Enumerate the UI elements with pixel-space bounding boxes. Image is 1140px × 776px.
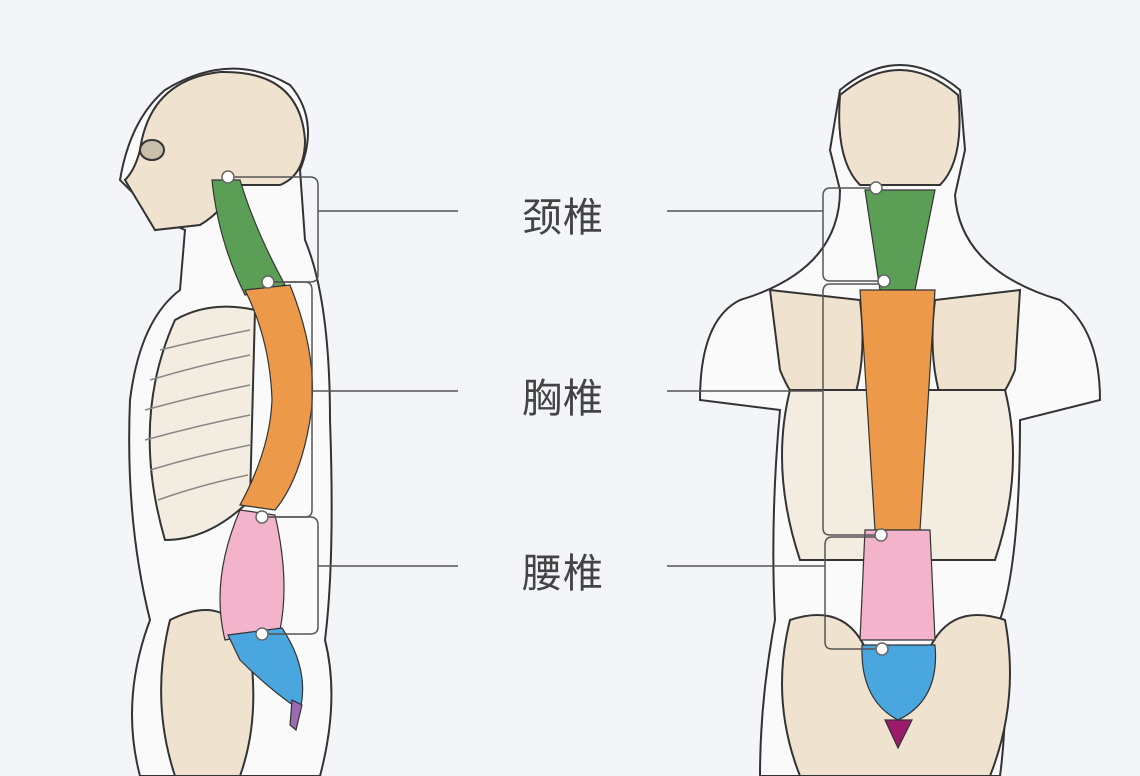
cervical-bracket-right [667,187,884,282]
lumbar-bracket-left [262,516,458,635]
label-thoracic: 胸椎 [522,376,604,422]
cervical-bracket-left [228,176,458,283]
side-coccyx [289,699,303,732]
back-coccyx [884,719,913,750]
skull [123,70,307,232]
back-lumbar [859,529,936,641]
thoracic-bracket-right [667,283,884,536]
leader-lines [228,176,884,650]
side-spine [211,179,314,732]
label-cervical: 颈椎 [522,195,604,241]
label-lumbar: 腰椎 [522,551,604,597]
ribcage [148,305,257,542]
head-back [838,69,961,186]
rib-lines [144,329,251,501]
eye-socket [139,139,165,161]
lumbar-bracket-right [667,536,882,650]
marker-dots [221,170,891,656]
back-spine [859,189,937,750]
